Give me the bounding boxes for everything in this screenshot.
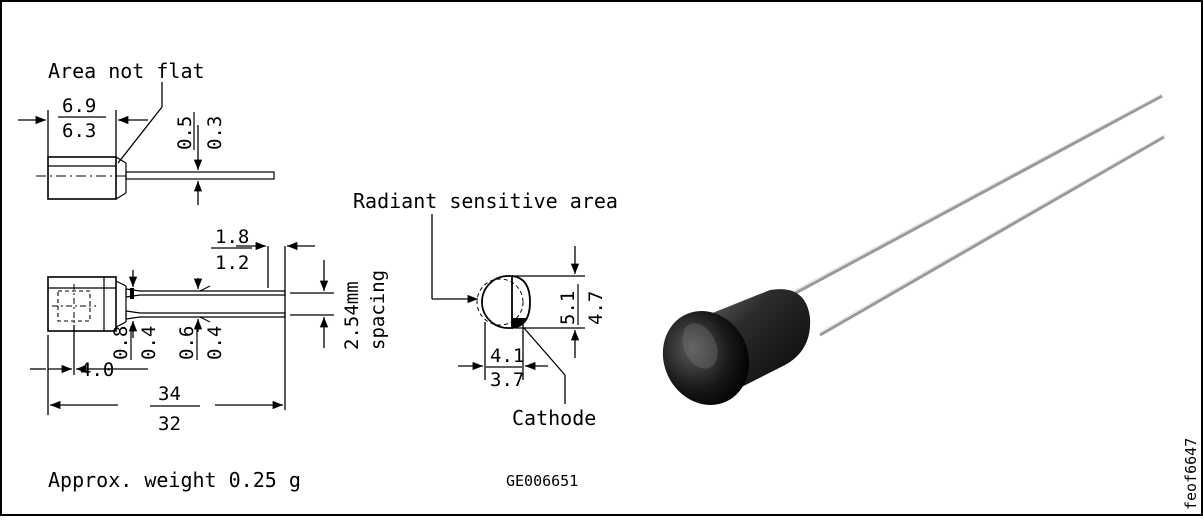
cathode-label: Cathode (512, 406, 596, 430)
area-not-flat-label: Area not flat (48, 59, 205, 83)
pitch-min: 1.2 (215, 252, 249, 274)
side-view-body (47, 156, 117, 200)
svg-text:4.7: 4.7 (585, 291, 607, 325)
svg-text:0.3: 0.3 (204, 116, 226, 150)
svg-text:0.8: 0.8 (110, 326, 132, 360)
cathode-mark (512, 318, 528, 328)
total-length-max: 34 (158, 383, 181, 405)
svg-text:2.54mm: 2.54mm (341, 281, 363, 350)
svg-text:0.4: 0.4 (138, 326, 160, 360)
photo-lead-1 (789, 94, 1163, 298)
weight-note: Approx. weight 0.25 g (48, 468, 301, 492)
lead-anode (125, 288, 286, 298)
radiant-area-label: Radiant sensitive area (353, 189, 618, 213)
radiant-area-circle (476, 278, 524, 326)
component-photo (662, 93, 1165, 405)
front-view-dome (481, 275, 513, 329)
top-width-min: 6.3 (62, 120, 96, 142)
total-length-min: 32 (158, 413, 181, 435)
lead-cathode (125, 310, 286, 320)
side-view (36, 156, 275, 200)
svg-text:spacing: spacing (367, 270, 389, 350)
pitch-max: 1.8 (215, 226, 249, 248)
plan-view-body (47, 276, 117, 332)
svg-text:0.4: 0.4 (204, 326, 226, 360)
front-view (476, 275, 531, 329)
lead-thickness-dim: 0.5 0.3 (174, 116, 226, 150)
height-dim: 5.1 4.7 (557, 291, 607, 325)
lead-width-1-dim: 0.8 0.4 (110, 326, 160, 360)
spacing-dim: 2.54mm spacing (341, 270, 389, 350)
lead-width-2-dim: 0.6 0.4 (176, 326, 226, 360)
photo-code: feof6647 (1182, 438, 1200, 510)
side-view-lead (125, 171, 275, 180)
depth-min: 3.7 (490, 369, 524, 391)
photo-lead-2 (819, 135, 1165, 337)
body-length-dim: 4.0 (80, 359, 114, 381)
top-width-max: 6.9 (62, 95, 96, 117)
drawing-code: GE006651 (506, 472, 578, 490)
plan-view (47, 276, 286, 332)
svg-text:0.6: 0.6 (176, 326, 198, 360)
photo-dome (662, 311, 750, 405)
svg-text:0.5: 0.5 (174, 116, 196, 150)
depth-max: 4.1 (490, 345, 524, 367)
svg-text:5.1: 5.1 (557, 291, 579, 325)
